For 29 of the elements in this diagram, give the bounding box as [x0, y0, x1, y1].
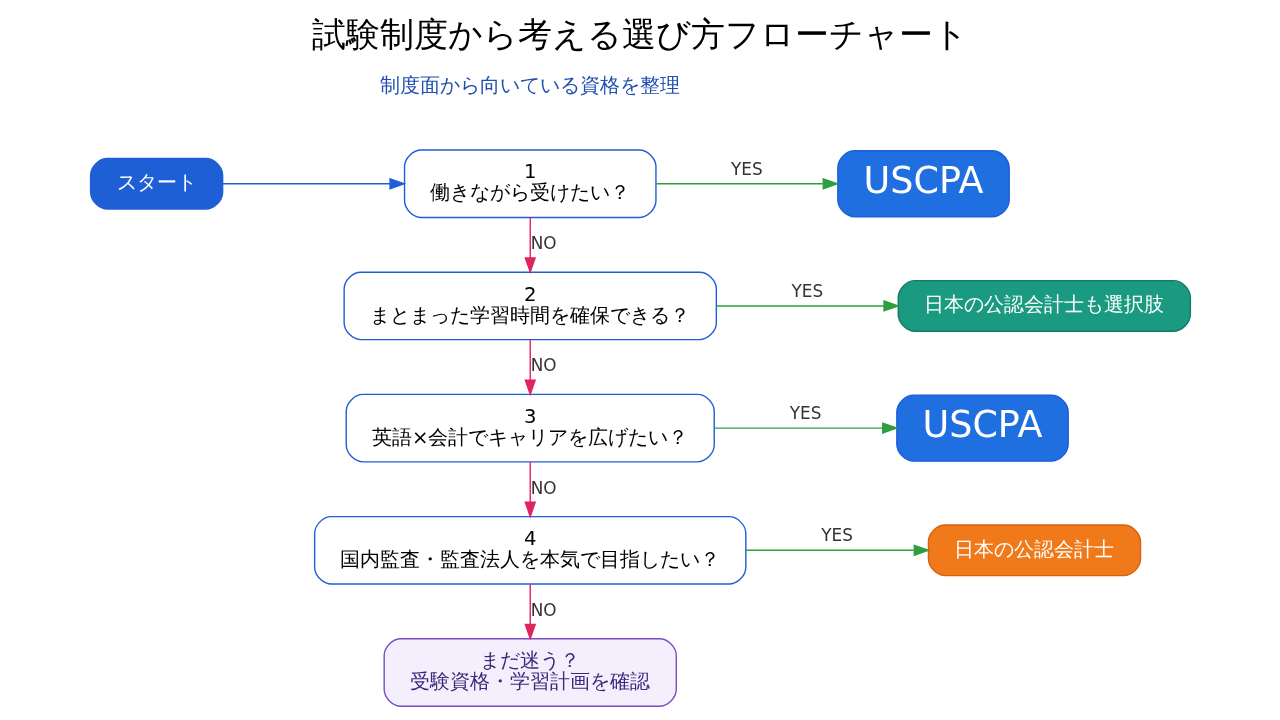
node-box: 日本の公認会計士も選択肢 [897, 279, 1191, 332]
edge-label: NO [530, 599, 557, 620]
arrow [221, 177, 406, 190]
edge-label: NO [530, 477, 557, 498]
arrow [715, 300, 900, 312]
node-box: 4 国内監査・監査法人を本気で目指したい？ [313, 515, 747, 585]
arrow [523, 583, 536, 641]
edge-label: YES [820, 525, 853, 546]
arrow [523, 217, 536, 275]
arrow [655, 177, 839, 190]
arrow [713, 422, 899, 435]
label: 制度面から向いている資格を整理 [379, 74, 680, 98]
edge-label: YES [789, 403, 821, 424]
arrow [744, 544, 930, 557]
edge-label: YES [790, 280, 823, 301]
node-box: まだ迷う？ 受験資格・学習計画を確認 [382, 638, 677, 707]
node-box: スタート [89, 157, 223, 210]
edge-label: YES [730, 158, 763, 179]
arrow [523, 339, 536, 397]
node-box: 3 英語×会計でキャリアを広げたい？ [345, 393, 715, 463]
edge-label: NO [530, 355, 557, 376]
diagram-title: 試験制度から考える選び方フローチャート [312, 15, 968, 55]
node-box: 1 働きながら受けたい？ [403, 149, 657, 219]
node-box: 2 まとまった学習時間を確保できる？ [342, 271, 717, 341]
node-box: USCPA [836, 150, 1010, 218]
node-box: USCPA [895, 394, 1069, 462]
node-box: 日本の公認会計士 [927, 524, 1141, 577]
arrow [523, 461, 536, 519]
edge-label: NO [530, 233, 557, 254]
